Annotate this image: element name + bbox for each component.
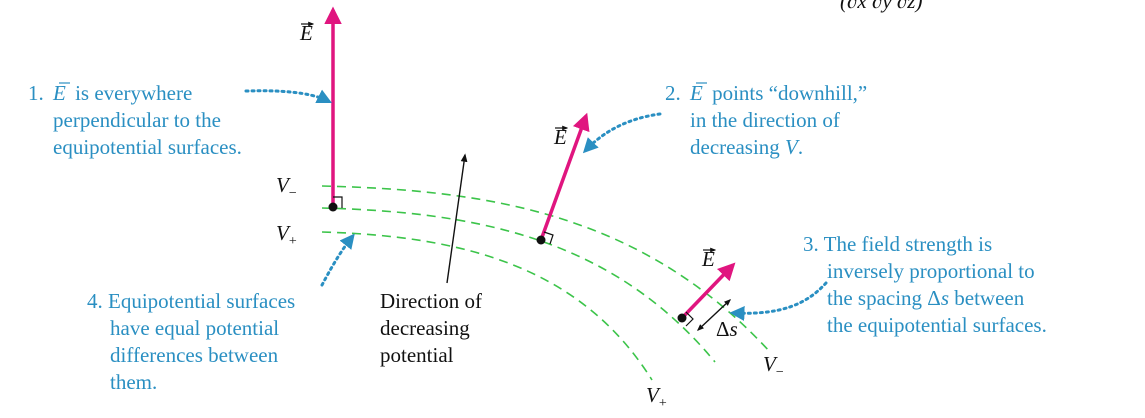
note4-line2: have equal potential bbox=[110, 316, 279, 340]
v-minus-left-sub: − bbox=[289, 186, 297, 201]
field-label-right: E bbox=[701, 247, 717, 271]
equipotential-surface-v-plus bbox=[321, 231, 653, 381]
field-label-left-text: E bbox=[299, 21, 313, 45]
right-angle-marker-left bbox=[333, 196, 343, 208]
spacing-label: Δs bbox=[716, 317, 738, 341]
note3-line3c: between bbox=[949, 286, 1025, 310]
note2-number: 2. bbox=[665, 81, 681, 105]
note3-line3a: the spacing Δ bbox=[827, 286, 941, 310]
note-2: 2. E points “downhill,” in the direction… bbox=[665, 81, 867, 159]
note2-line3a: decreasing bbox=[690, 135, 785, 159]
spacing-arrow bbox=[696, 299, 732, 331]
note1-line3: equipotential surfaces. bbox=[53, 135, 242, 159]
note1-line1: 1. E is everywhere bbox=[28, 81, 192, 105]
v-minus-right-label: V− bbox=[763, 352, 784, 380]
note3-line3: the spacing Δs between bbox=[827, 286, 1025, 310]
equipotential-surface-middle bbox=[321, 207, 716, 363]
note4-line1: 4. Equipotential surfaces bbox=[87, 289, 295, 313]
note3-line4: the equipotential surfaces. bbox=[827, 313, 1047, 337]
top-right-fragment: (∂x ∂y ∂z) bbox=[840, 0, 922, 13]
note-3: 3. The field strength is inversely propo… bbox=[803, 232, 1047, 337]
v-minus-left-label: V− bbox=[276, 173, 297, 201]
note1-e: E bbox=[52, 81, 66, 105]
note4-pointer bbox=[320, 233, 355, 287]
field-label-middle: E bbox=[553, 125, 569, 149]
note1-pointer bbox=[244, 89, 333, 104]
point-right bbox=[677, 313, 687, 323]
direction-arrow bbox=[446, 153, 468, 284]
field-label-left: E bbox=[299, 21, 315, 45]
note2-line3: decreasing V. bbox=[690, 135, 803, 159]
note3-line2: inversely proportional to bbox=[827, 259, 1035, 283]
note2-line3c: . bbox=[798, 135, 803, 159]
right-angle-marker-right bbox=[685, 311, 694, 327]
equipotential-surface-v-minus bbox=[321, 185, 771, 353]
spacing-delta: Δ bbox=[716, 317, 730, 341]
note4-line4: them. bbox=[110, 370, 157, 394]
direction-label-line2: decreasing bbox=[380, 316, 470, 340]
note1-line2: perpendicular to the bbox=[53, 108, 221, 132]
note-4: 4. Equipotential surfaces have equal pot… bbox=[87, 289, 295, 394]
v-plus-left-label: V+ bbox=[276, 221, 297, 249]
point-middle bbox=[536, 235, 546, 245]
field-label-right-text: E bbox=[701, 247, 715, 271]
note4-line3: differences between bbox=[110, 343, 279, 367]
note2-e: E bbox=[689, 81, 703, 105]
field-vector-middle bbox=[539, 112, 590, 241]
field-vector-right bbox=[680, 262, 736, 320]
v-plus-bottom-sub: + bbox=[659, 396, 667, 411]
note3-line3b: s bbox=[941, 286, 949, 310]
v-minus-right-v: V bbox=[763, 352, 778, 376]
note-1: 1. E is everywhere perpendicular to the … bbox=[28, 81, 242, 159]
direction-label: Direction of decreasing potential bbox=[380, 289, 482, 367]
note2-line2: in the direction of bbox=[690, 108, 840, 132]
note1-number: 1. bbox=[28, 81, 44, 105]
note1-line1-rest: is everywhere bbox=[75, 81, 192, 105]
direction-label-line3: potential bbox=[380, 343, 454, 367]
field-label-middle-text: E bbox=[553, 125, 567, 149]
note2-line1: 2. E points “downhill,” bbox=[665, 81, 867, 105]
direction-label-line1: Direction of bbox=[380, 289, 482, 313]
note2-line1-rest: points “downhill,” bbox=[712, 81, 867, 105]
v-minus-right-sub: − bbox=[776, 365, 784, 380]
note2-line3b: V bbox=[785, 135, 800, 159]
v-plus-bottom-label: V+ bbox=[646, 383, 667, 411]
right-angle-marker-middle bbox=[543, 231, 554, 245]
point-left bbox=[328, 202, 338, 212]
v-plus-left-v: V bbox=[276, 221, 291, 245]
note2-pointer bbox=[582, 112, 662, 154]
note3-pointer bbox=[729, 281, 828, 321]
spacing-s: s bbox=[730, 317, 738, 341]
v-plus-bottom-v: V bbox=[646, 383, 661, 407]
v-minus-left-v: V bbox=[276, 173, 291, 197]
note3-line1: 3. The field strength is bbox=[803, 232, 992, 256]
v-plus-left-sub: + bbox=[289, 234, 297, 249]
